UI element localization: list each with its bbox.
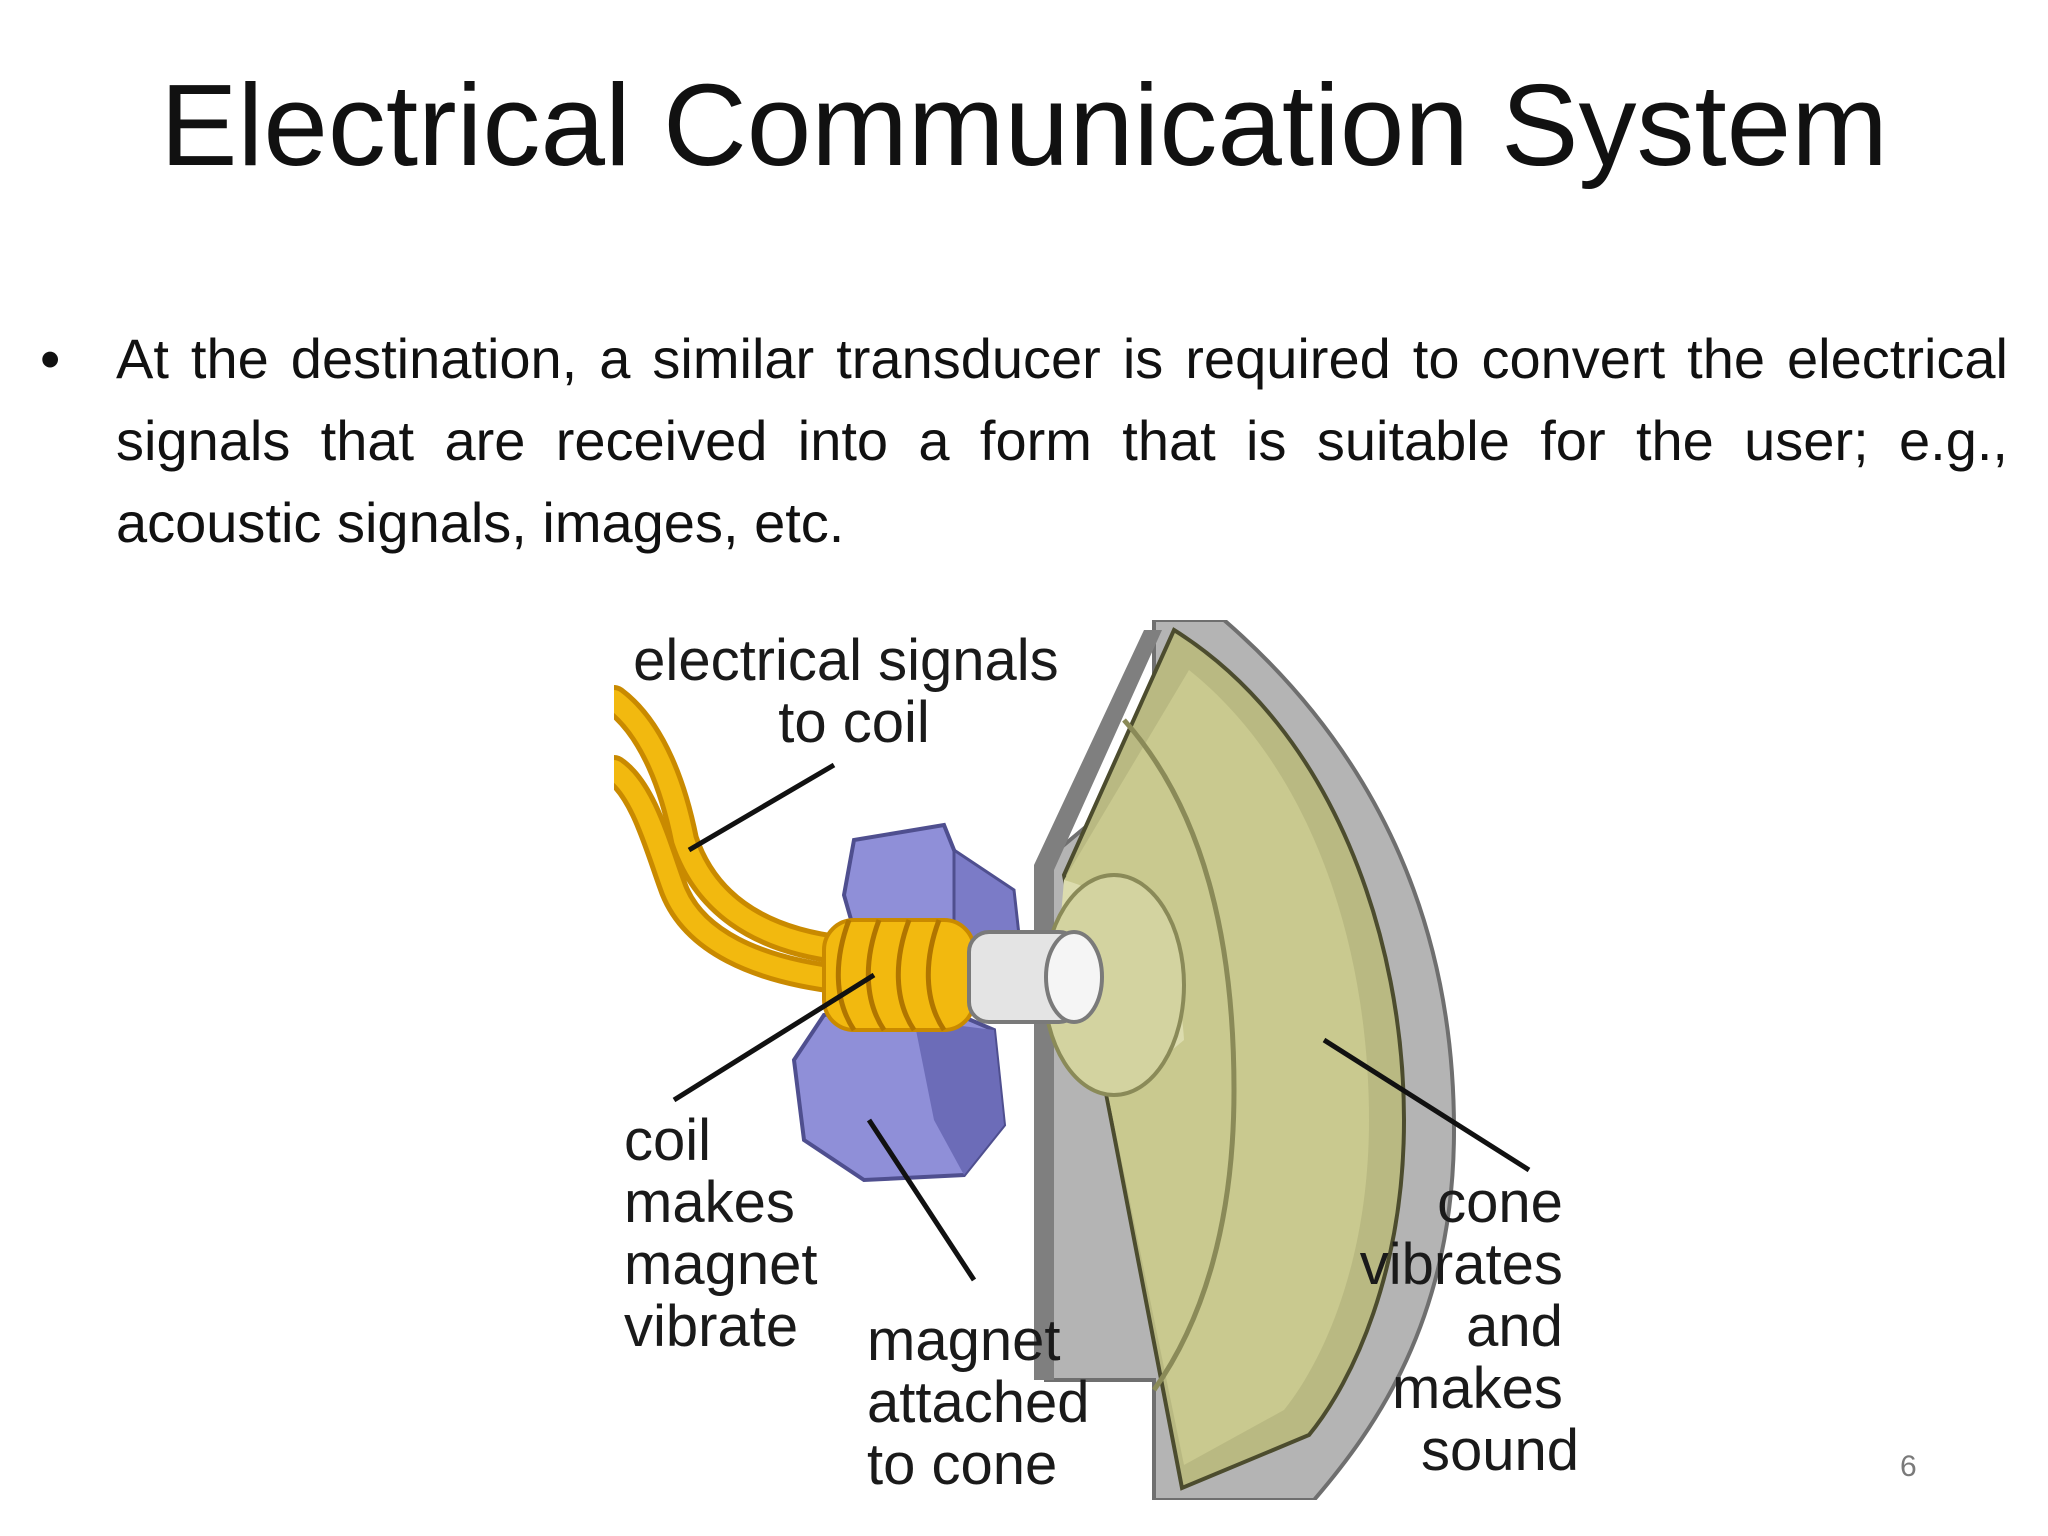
slide-title: Electrical Communication System: [160, 60, 1888, 190]
wire-lower-fill: [614, 760, 854, 990]
magnet-shade: [914, 1020, 1004, 1175]
page-number: 6: [1900, 1450, 1917, 1483]
label-electrical-signals: electrical signals to coil: [633, 628, 1075, 755]
cone-inner-ring: [1122, 718, 1237, 1392]
label-coil: coil makes magnet vibrate: [624, 1108, 834, 1359]
cone-body: [1064, 670, 1369, 1465]
leader-coil: [672, 972, 876, 1103]
bullet-text: At the destination, a similar transducer…: [116, 327, 2008, 554]
label-cone: cone vibrates and makes sound: [1360, 1170, 1579, 1483]
wire-upper-fill: [614, 690, 854, 960]
leader-electrical: [687, 762, 836, 853]
leader-magnet: [866, 1118, 977, 1282]
bullet-marker: •: [40, 327, 61, 392]
loudspeaker-diagram: electrical signals to coil coil makes ma…: [614, 620, 1599, 1500]
frame-edge: [1034, 630, 1162, 1380]
leader-cone: [1322, 1037, 1531, 1173]
bullet-list: • At the destination, a similar transduc…: [40, 318, 2010, 564]
label-magnet: magnet attached to cone: [867, 1308, 1106, 1497]
pole-face: [1044, 930, 1104, 1024]
